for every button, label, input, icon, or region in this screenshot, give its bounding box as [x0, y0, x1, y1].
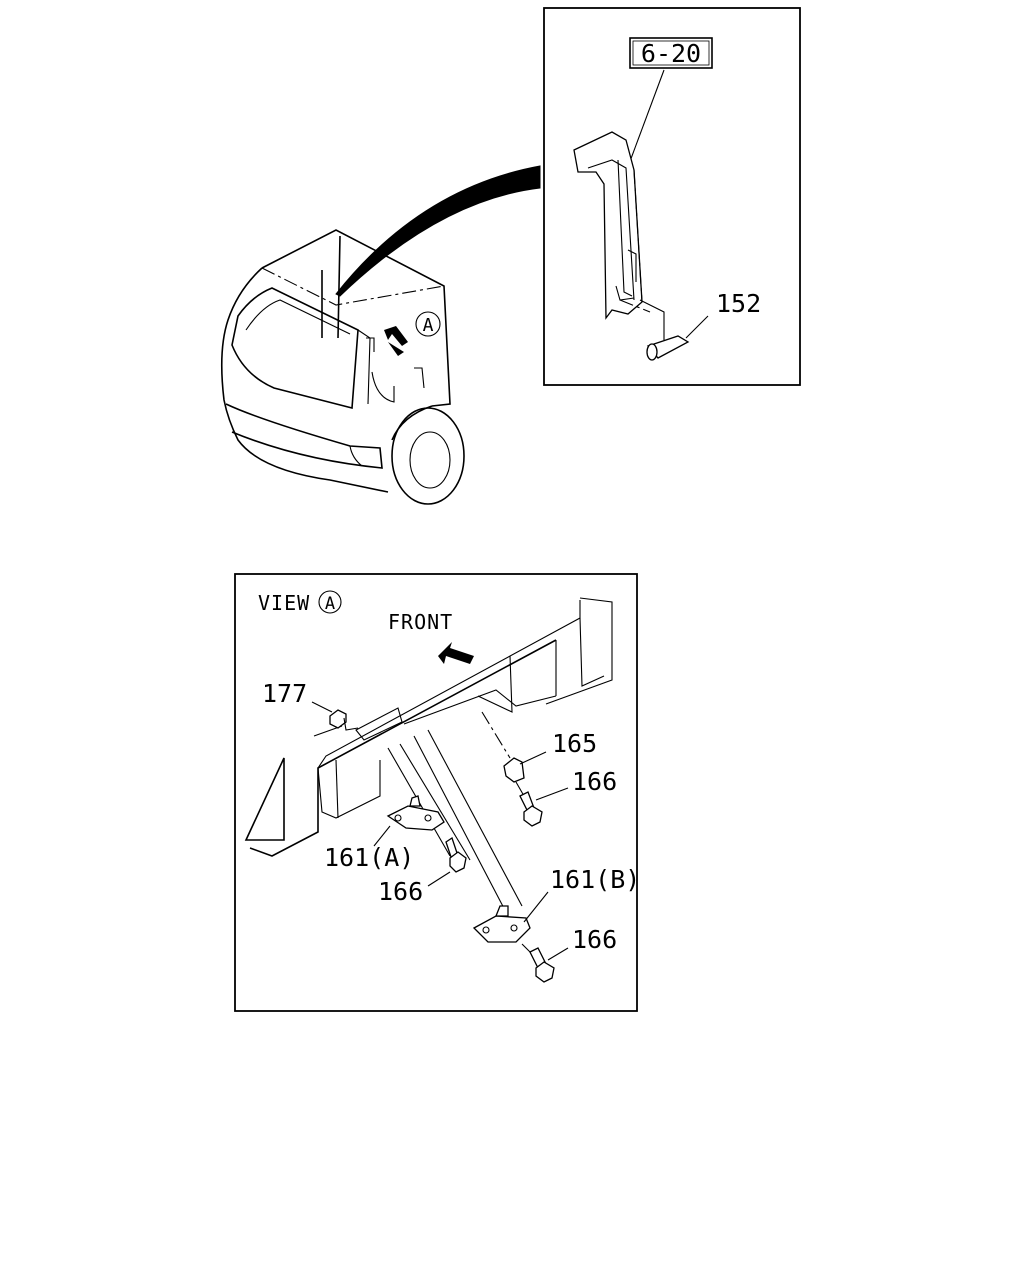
part-166-bolt-mid [445, 836, 467, 873]
view-a-marker-letter: A [423, 315, 434, 336]
ref-box-label: 6-20 [641, 39, 701, 68]
callout-177: 177 [262, 679, 307, 708]
front-arrow-icon [438, 642, 474, 664]
part-161a-bracket [386, 795, 445, 831]
view-a-frame: VIEW A FRONT 177 [234, 573, 640, 1012]
view-a-marker: A [415, 311, 441, 337]
callout-161a: 161(A) [324, 843, 414, 872]
callout-166-upper: 166 [572, 767, 617, 796]
callout-152: 152 [716, 289, 761, 318]
callout-161b: 161(B) [550, 865, 640, 894]
part-166-bolt-upper [519, 791, 543, 827]
view-a-title-marker: A [325, 594, 335, 614]
pillar-detail-frame: 6-20 152 [543, 7, 801, 386]
ref-box-6-20 [629, 37, 713, 69]
callout-166-lower: 166 [572, 925, 617, 954]
front-label: FRONT [388, 610, 453, 634]
part-166-bolt-lower [529, 947, 555, 983]
view-a-title: VIEW [258, 591, 310, 615]
callout-166-mid: 166 [378, 877, 423, 906]
part-152-clip [646, 335, 690, 361]
callout-165: 165 [552, 729, 597, 758]
part-177-nut [329, 709, 347, 729]
part-165-clip [503, 757, 525, 783]
truck-cab-illustration [220, 165, 541, 505]
part-161b-bracket [472, 905, 531, 943]
